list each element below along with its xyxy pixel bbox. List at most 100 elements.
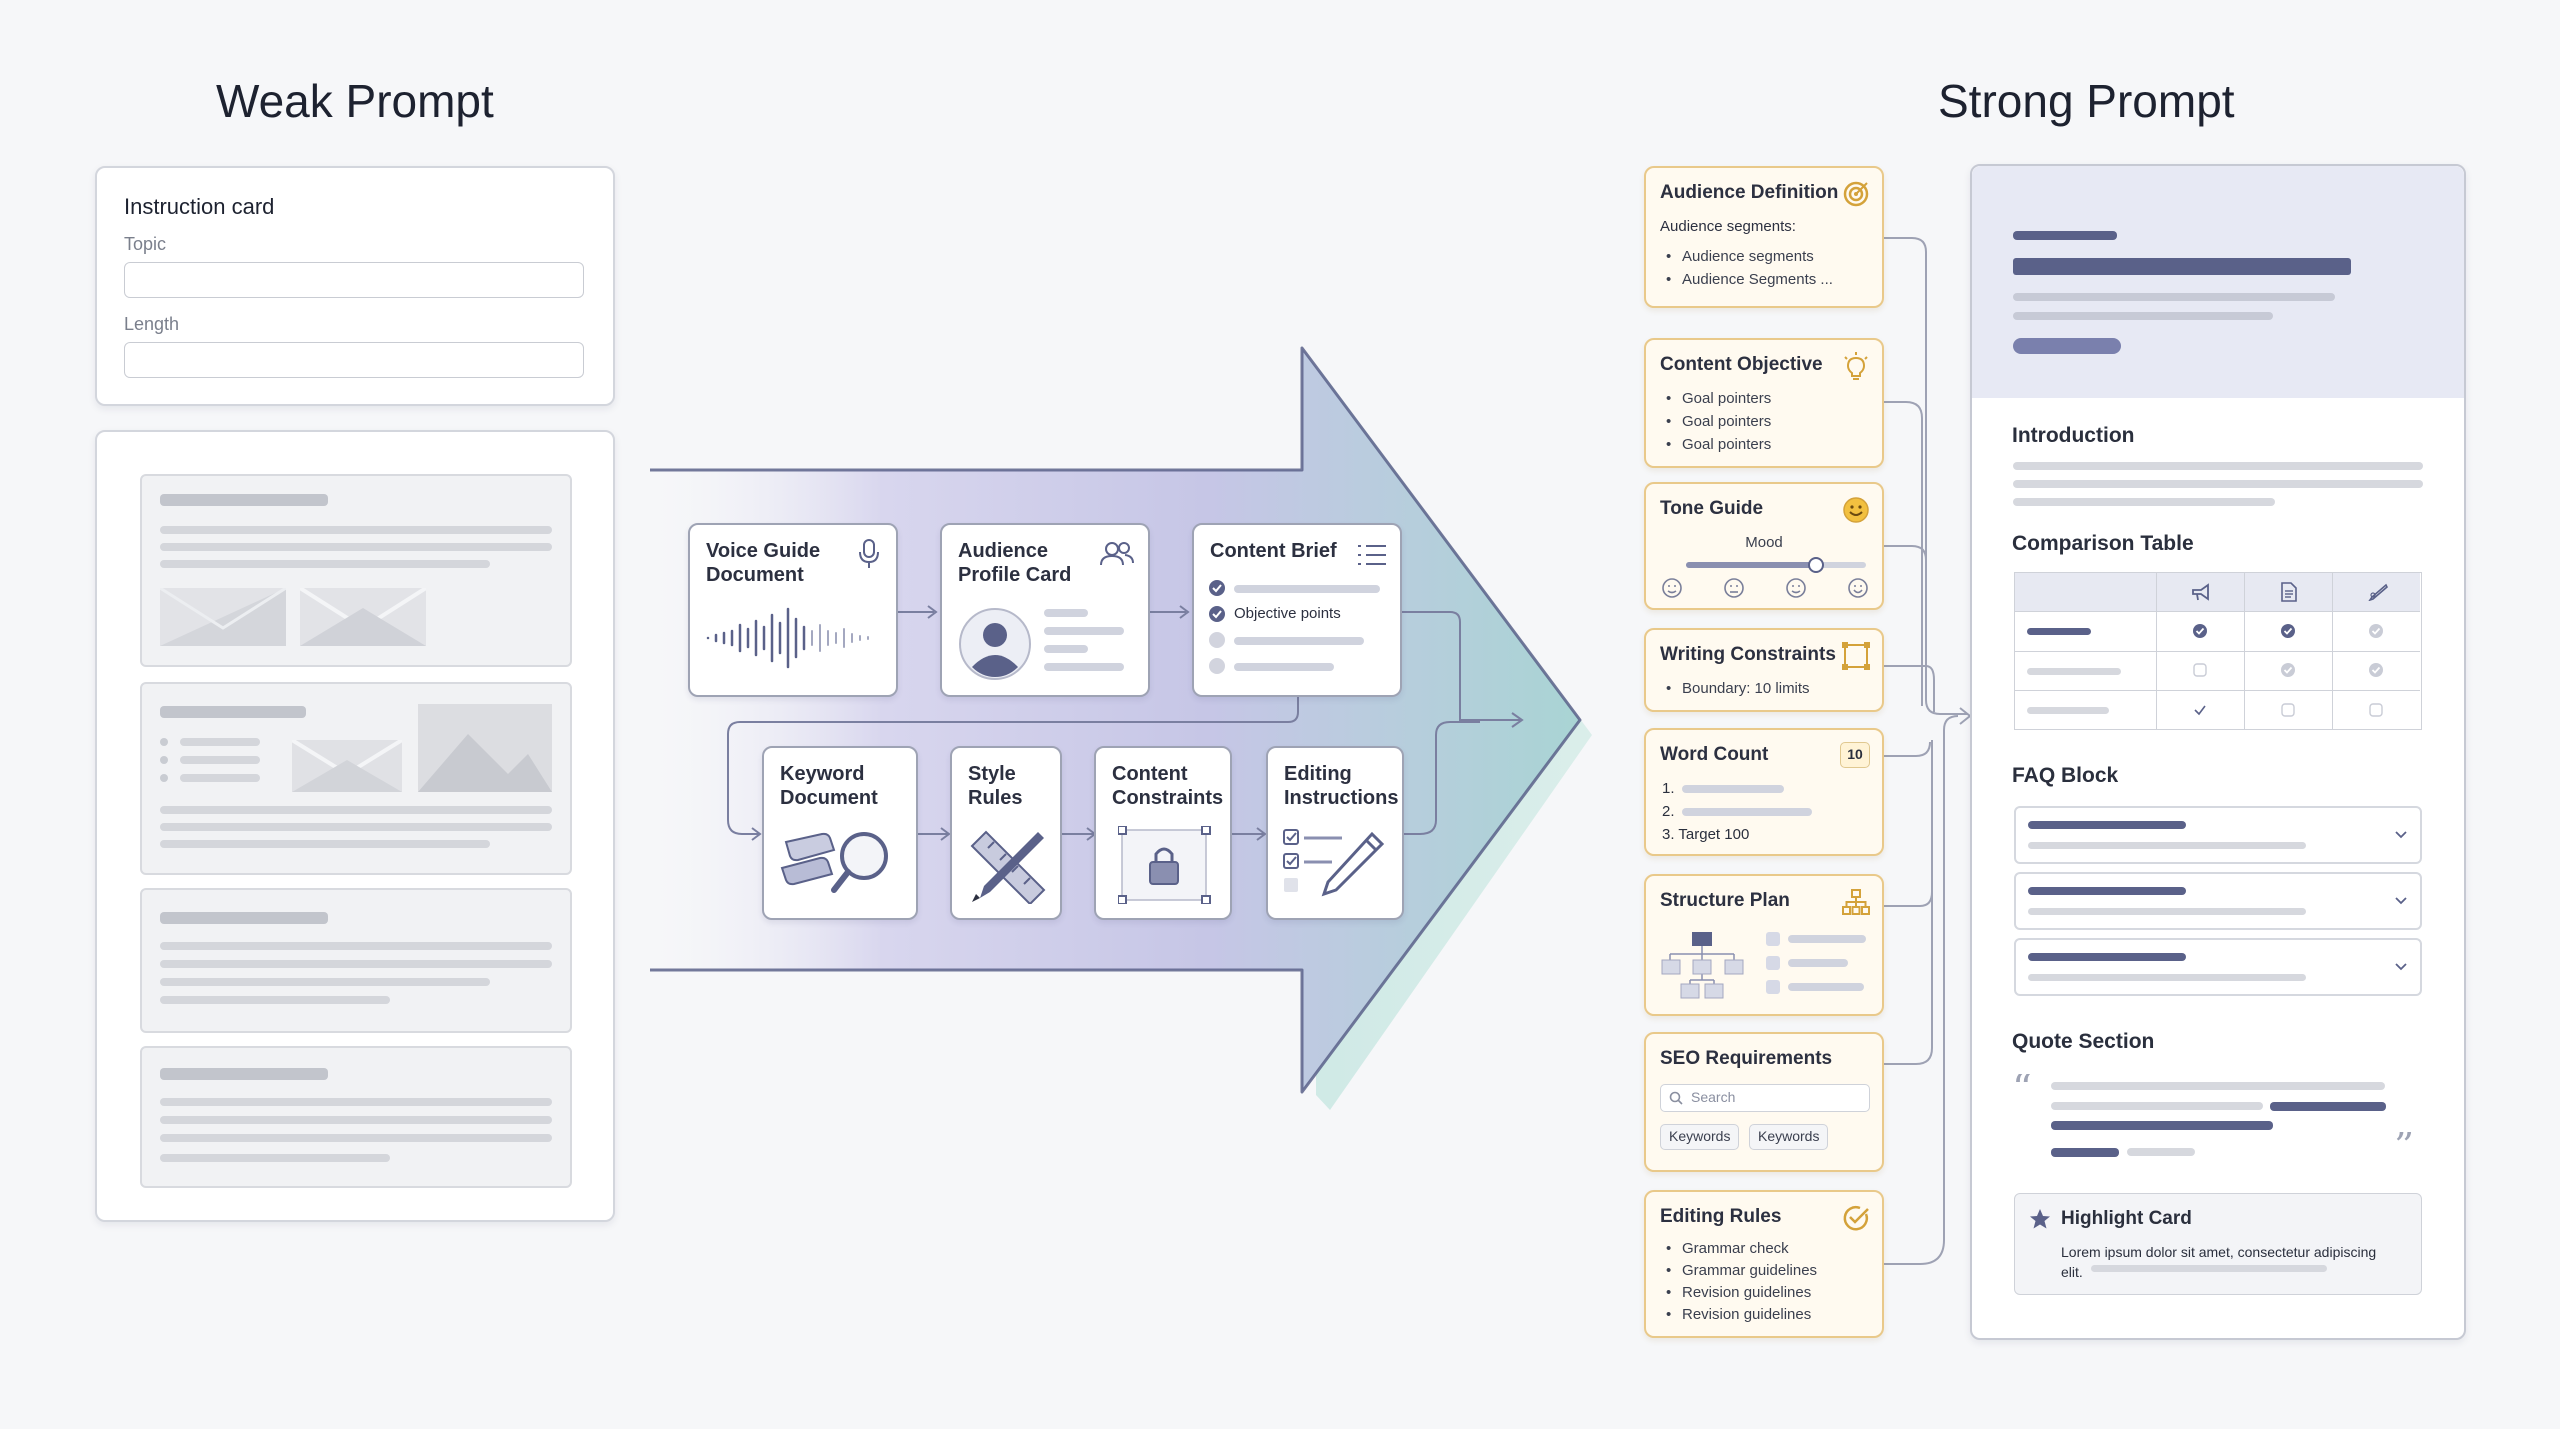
faq-item[interactable] <box>2014 872 2422 930</box>
tone-guide-card[interactable]: Tone Guide Mood <box>1644 482 1884 610</box>
content-constraints-label: Content Constraints <box>1112 763 1224 809</box>
list-icon <box>1358 545 1386 565</box>
table-cell-empty-icon <box>2193 663 2207 677</box>
search-placeholder: Search <box>1691 1089 1736 1105</box>
chevron-down-icon <box>2395 831 2407 839</box>
microphone-icon <box>859 539 879 568</box>
writing-constraints-card[interactable]: Writing Constraints Boundary: 10 limits <box>1644 628 1884 712</box>
highlight-card-title: Highlight Card <box>2061 1208 2192 1229</box>
hierarchy-icon <box>1842 889 1870 915</box>
keyword-chip[interactable]: Keywords <box>1660 1124 1740 1150</box>
structure-plan-title: Structure Plan <box>1660 890 1790 911</box>
table-cell-check-filled-icon <box>2281 624 2295 638</box>
style-rules-node[interactable]: Style Rules <box>950 746 1062 920</box>
mood-slider[interactable] <box>1686 557 1866 573</box>
writing-constraints-title: Writing Constraints <box>1660 644 1836 665</box>
seo-requirements-card[interactable]: SEO Requirements Search <box>1644 1032 1884 1172</box>
table-cell-check-filled-icon <box>2193 624 2207 638</box>
editing-rules-title: Editing Rules <box>1660 1206 1782 1227</box>
close-quote-icon: ” <box>2394 1132 2414 1154</box>
highlight-card-text: Lorem ipsum dolor sit amet, consectetur … <box>2061 1244 2377 1280</box>
mood-slider-fill <box>1686 562 1816 568</box>
instruction-card: Instruction card Topic Length <box>95 166 615 406</box>
faq-item[interactable] <box>2014 806 2422 864</box>
waveform-icon <box>706 607 869 669</box>
audience-definition-card[interactable]: Audience Definition Audience segments: A… <box>1644 166 1884 308</box>
document-header <box>1972 166 2464 398</box>
table-cell-check-muted-icon <box>2369 624 2383 638</box>
style-rules-label: Style Rules <box>968 763 1023 809</box>
content-brief-node[interactable]: Content Brief Objective points <box>1192 523 1402 697</box>
placeholder-block <box>140 1046 572 1188</box>
lock-frame-icon <box>1118 826 1211 904</box>
tags-magnifier-icon <box>780 832 888 893</box>
content-objective-card[interactable]: Content Objective Goal pointers Goal poi… <box>1644 338 1884 468</box>
check-circle-icon <box>1843 1205 1869 1231</box>
comparison-table-heading: Comparison Table <box>2012 532 2194 555</box>
check-circle-icon <box>1209 606 1225 622</box>
bullet-item: Goal pointers <box>1666 390 1771 407</box>
bullet-item: Goal pointers <box>1666 436 1771 453</box>
audience-profile-node[interactable]: Audience Profile Card <box>940 523 1150 697</box>
bullet-item: Goal pointers <box>1666 413 1771 430</box>
lightbulb-icon <box>1844 352 1868 380</box>
megaphone-icon <box>2192 583 2209 601</box>
table-cell-empty-icon <box>2369 703 2383 717</box>
length-label: Length <box>124 314 180 334</box>
seo-search-input[interactable]: Search <box>1660 1084 1870 1112</box>
content-brief-label: Content Brief <box>1210 540 1337 562</box>
search-icon <box>1669 1091 1683 1105</box>
keyword-chip[interactable]: Keywords <box>1749 1124 1829 1150</box>
placeholder-block <box>140 682 572 875</box>
open-quote-icon: “ <box>2012 1074 2032 1096</box>
bullet-item: Boundary: 10 limits <box>1666 680 1810 697</box>
target-icon <box>1843 181 1869 207</box>
objective-points-text: Objective points <box>1234 605 1341 622</box>
document-icon <box>2281 582 2297 602</box>
topic-input[interactable] <box>124 262 584 298</box>
faq-item[interactable] <box>2014 938 2422 996</box>
comparison-table <box>2014 572 2422 730</box>
structure-plan-card[interactable]: Structure Plan <box>1644 874 1884 1016</box>
voice-guide-node[interactable]: Voice Guide Document <box>688 523 898 697</box>
audience-definition-title: Audience Definition <box>1660 182 1839 203</box>
seo-requirements-title: SEO Requirements <box>1660 1048 1833 1069</box>
word-count-badge: 10 <box>1840 742 1870 768</box>
placeholder-block <box>140 888 572 1033</box>
empty-circle-icon <box>1209 632 1225 648</box>
highlight-card: Highlight Card Lorem ipsum dolor sit ame… <box>2014 1193 2422 1295</box>
instruction-card-title: Instruction card <box>124 194 275 219</box>
length-input[interactable] <box>124 342 584 378</box>
check-circle-icon <box>1209 580 1225 596</box>
tree-diagram-icon <box>1661 932 1744 999</box>
keyword-document-node[interactable]: Keyword Document <box>762 746 918 920</box>
placeholder-block <box>140 474 572 667</box>
checklist-pencil-icon <box>1283 829 1385 897</box>
bullet-item: Revision guidelines <box>1666 1284 1811 1301</box>
table-cell-check-plain-icon <box>2194 705 2206 716</box>
content-constraints-node[interactable]: Content Constraints <box>1094 746 1232 920</box>
bullet-item: Revision guidelines <box>1666 1306 1811 1323</box>
voice-guide-label: Voice Guide Document <box>706 540 821 586</box>
audience-profile-label: Audience Profile Card <box>958 540 1072 586</box>
cards-to-output-connectors <box>1884 237 1972 1265</box>
bullet-item: Audience segments <box>1666 248 1814 265</box>
avatar-icon <box>959 608 1031 680</box>
target-text: 3. Target 100 <box>1662 826 1750 843</box>
image-placeholder-icon <box>418 704 552 792</box>
word-count-title: Word Count <box>1660 744 1769 765</box>
svg-text:“: “ <box>2012 1074 2032 1096</box>
bullet-item: Grammar check <box>1666 1240 1789 1257</box>
star-icon <box>2030 1209 2050 1229</box>
introduction-heading: Introduction <box>2012 424 2135 447</box>
audience-subtitle: Audience segments: <box>1660 218 1796 235</box>
editing-instructions-node[interactable]: Editing Instructions <box>1266 746 1404 920</box>
weak-output-document <box>95 430 615 1222</box>
editing-instructions-label: Editing Instructions <box>1284 763 1399 809</box>
mood-slider-thumb[interactable] <box>1807 557 1824 573</box>
editing-rules-card[interactable]: Editing Rules Grammar check Grammar guid… <box>1644 1190 1884 1338</box>
word-count-card[interactable]: Word Count 10 1. 2. 3. Target 100 <box>1644 728 1884 856</box>
svg-text:”: ” <box>2394 1132 2414 1154</box>
faq-heading: FAQ Block <box>2012 764 2119 787</box>
users-icon <box>1100 542 1134 566</box>
